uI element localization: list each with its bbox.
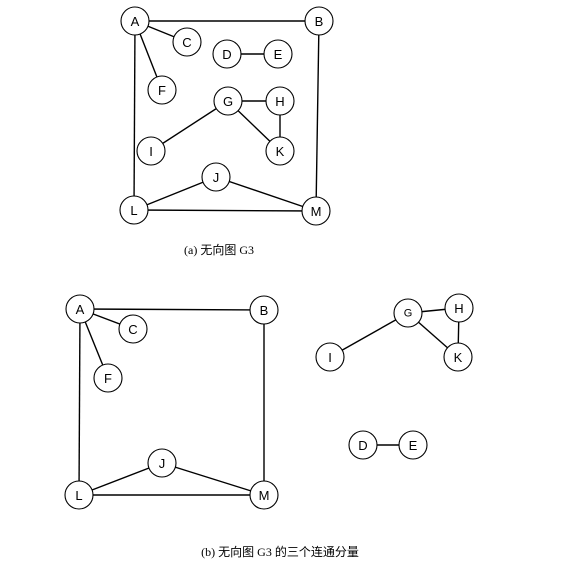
node-circle [265, 86, 295, 116]
node-label: C [128, 322, 137, 337]
figure-a-node-j: J [201, 162, 231, 192]
figure-a-caption: (a) 无向图 G3 [184, 242, 254, 257]
node-circle [249, 295, 279, 325]
node-circle [136, 136, 166, 166]
figure-a-node-c: C [172, 27, 202, 57]
node-circle [172, 27, 202, 57]
node-circle [315, 342, 345, 372]
figure-a-node-m: M [301, 196, 331, 226]
node-label: M [311, 204, 322, 219]
figure-b-node-g: G [393, 298, 423, 328]
figure-b-node-e: E [398, 430, 428, 460]
node-circle [93, 363, 123, 393]
node-circle [398, 430, 428, 460]
node-label: D [222, 47, 231, 62]
figure-a-node-f: F [147, 75, 177, 105]
node-circle [147, 75, 177, 105]
node-circle [147, 448, 177, 478]
node-circle [304, 6, 334, 36]
figure-b-edge-a-l [78, 308, 81, 496]
figure-a-edge-l-m [133, 209, 317, 212]
node-circle [119, 195, 149, 225]
node-label: B [260, 303, 269, 318]
figure-a-edge-b-m [315, 20, 320, 212]
node-label: A [131, 14, 140, 29]
figure-b-edge-g-i [329, 312, 409, 358]
figure-b-node-b: B [249, 295, 279, 325]
figure-b-node-i: I [315, 342, 345, 372]
figure-b-caption: (b) 无向图 G3 的三个连通分量 [201, 544, 359, 559]
figure-b-node-h: H [444, 293, 474, 323]
node-label: I [328, 350, 332, 365]
node-label: E [409, 438, 418, 453]
figure-b-node-k: K [443, 342, 473, 372]
node-circle [213, 86, 243, 116]
figure-a-edge-a-l [133, 20, 136, 211]
node-label: B [315, 14, 324, 29]
node-circle [65, 294, 95, 324]
figure-a-edge-j-m [215, 176, 317, 212]
node-circle [120, 6, 150, 36]
figure-b-components: A B C F J L M G H I K D E (b) 无向图 G3 的三个连通分量 [64, 293, 474, 559]
node-circle [249, 480, 279, 510]
node-label: J [213, 170, 220, 185]
node-label: I [149, 144, 153, 159]
figure-a-node-l: L [119, 195, 149, 225]
node-label: F [104, 371, 112, 386]
node-label: A [76, 302, 85, 317]
node-label: E [274, 47, 283, 62]
node-label: L [130, 203, 137, 218]
figure-a-node-g: G [213, 86, 243, 116]
node-circle [263, 39, 293, 69]
figure-b-edge-a-b [79, 308, 265, 311]
node-label: M [259, 488, 270, 503]
figure-b-node-f: F [93, 363, 123, 393]
figure-a-node-h: H [265, 86, 295, 116]
node-label: H [454, 301, 463, 316]
figure-b-edge-j-m [161, 462, 265, 496]
figure-a-edge-g-i [150, 100, 229, 152]
node-circle [212, 39, 242, 69]
figure-a-node-b: B [304, 6, 334, 36]
figure-b-node-c: C [118, 314, 148, 344]
node-label: C [182, 35, 191, 50]
node-label: G [404, 308, 413, 320]
node-circle [444, 293, 474, 323]
node-label: L [75, 488, 82, 503]
figure-a-node-i: I [136, 136, 166, 166]
figure-a-edge-l-j [133, 176, 217, 211]
node-label: G [223, 94, 233, 109]
figure-a-node-a: A [120, 6, 150, 36]
node-circle [265, 136, 295, 166]
node-label: F [158, 83, 166, 98]
node-circle [118, 314, 148, 344]
figure-b-node-d: D [348, 430, 378, 460]
node-circle [443, 342, 473, 372]
node-circle [201, 162, 231, 192]
node-label: H [275, 94, 284, 109]
figure-a-node-d: D [212, 39, 242, 69]
figure-b-edge-l-j [78, 462, 163, 496]
node-label: K [276, 144, 285, 159]
figure-b-node-l: L [64, 480, 94, 510]
node-label: K [454, 350, 463, 365]
node-circle [393, 298, 423, 328]
node-label: D [358, 438, 367, 453]
node-circle [64, 480, 94, 510]
node-circle [301, 196, 331, 226]
node-label: J [159, 456, 166, 471]
figure-b-node-j: J [147, 448, 177, 478]
figure-a-node-e: E [263, 39, 293, 69]
figure-a-node-k: K [265, 136, 295, 166]
figure-b-node-a: A [65, 294, 95, 324]
figure-a-graph: A B C D E F G H I K J L M (a) 无向图 G3 [119, 6, 334, 257]
node-circle [348, 430, 378, 460]
figure-b-node-m: M [249, 480, 279, 510]
